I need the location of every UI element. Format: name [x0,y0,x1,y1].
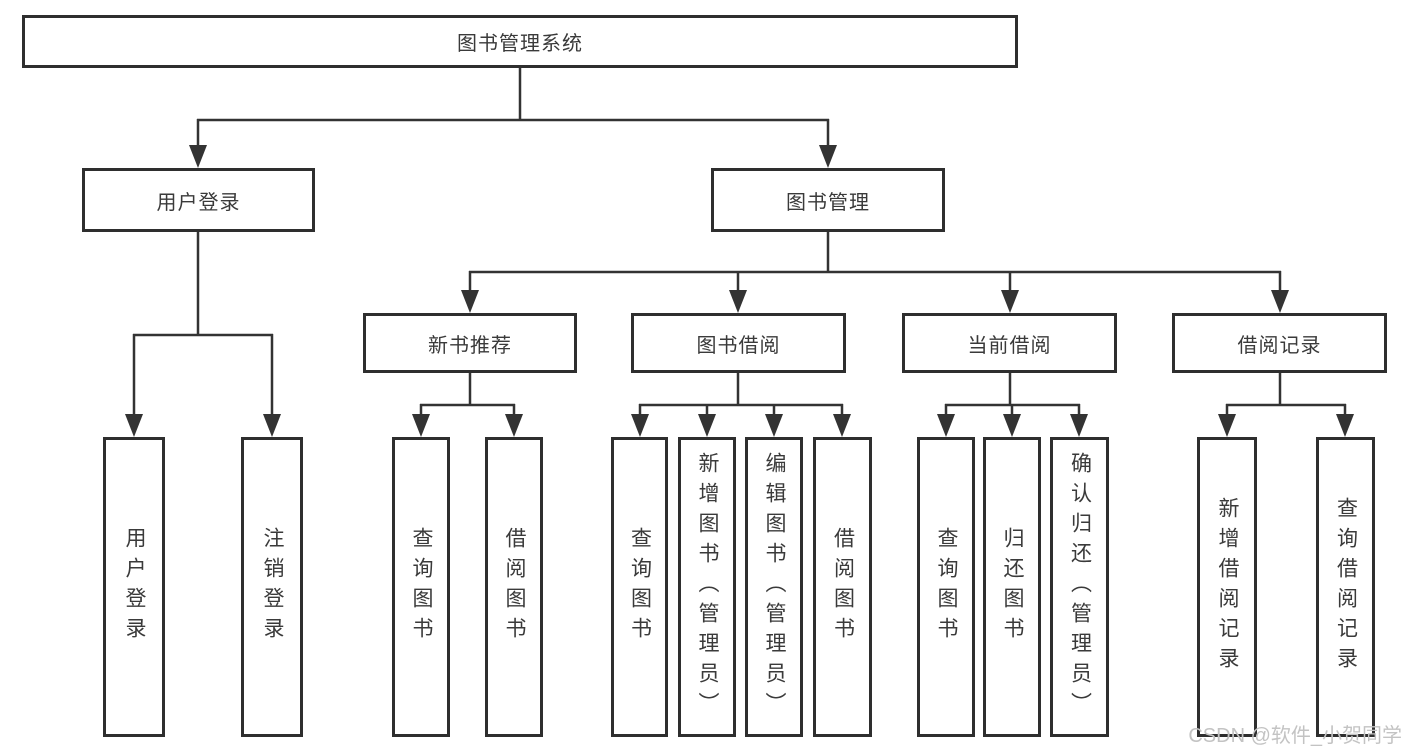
connector-book-management-to-level3 [461,232,1289,313]
arrow-down-icon [461,290,479,313]
arrow-down-icon [729,290,747,313]
leaf-borrow-books-recommend: 借阅图书 [485,437,543,737]
arrow-down-icon [505,414,523,437]
leaf-query-books-current: 查询图书 [917,437,975,737]
leaf-user-login: 用户登录 [103,437,165,737]
arrow-down-icon [1003,414,1021,437]
node-root: 图书管理系统 [22,15,1018,68]
arrow-down-icon [412,414,430,437]
connector-new-book-recommend-to-leaves [412,373,523,437]
leaf-return-books: 归还图书 [983,437,1041,737]
connector-current-borrow-to-leaves [937,373,1088,437]
arrow-down-icon [263,414,281,437]
leaf-edit-books-admin: 编辑图书（管理员） [745,437,803,737]
arrow-down-icon [1070,414,1088,437]
node-book-management: 图书管理 [711,168,945,232]
node-new-book-recommend: 新书推荐 [363,313,577,373]
leaf-query-books-recommend: 查询图书 [392,437,450,737]
arrow-down-icon [833,414,851,437]
arrow-down-icon [189,145,207,168]
arrow-down-icon [765,414,783,437]
node-user-login: 用户登录 [82,168,315,232]
leaf-add-borrow-record: 新增借阅记录 [1197,437,1257,737]
connector-book-borrow-to-leaves [631,373,851,437]
arrow-down-icon [1001,290,1019,313]
leaf-query-books-borrow: 查询图书 [611,437,668,737]
node-current-borrow: 当前借阅 [902,313,1117,373]
arrow-down-icon [937,414,955,437]
arrow-down-icon [819,145,837,168]
arrow-down-icon [631,414,649,437]
node-book-borrow: 图书借阅 [631,313,846,373]
arrow-down-icon [698,414,716,437]
leaf-query-borrow-record: 查询借阅记录 [1316,437,1375,737]
connector-borrow-records-to-leaves [1218,373,1354,437]
leaf-confirm-return-admin: 确认归还（管理员） [1050,437,1109,737]
arrow-down-icon [1336,414,1354,437]
leaf-logout: 注销登录 [241,437,303,737]
connector-user-login-to-leaves [125,232,281,437]
arrow-down-icon [125,414,143,437]
arrow-down-icon [1218,414,1236,437]
arrow-down-icon [1271,290,1289,313]
csdn-watermark: CSDN @软件_小贺同学 [1188,725,1402,747]
leaf-add-books-admin: 新增图书（管理员） [678,437,736,737]
connector-root-to-level2 [189,68,837,168]
leaf-borrow-books: 借阅图书 [813,437,872,737]
node-borrow-records: 借阅记录 [1172,313,1387,373]
